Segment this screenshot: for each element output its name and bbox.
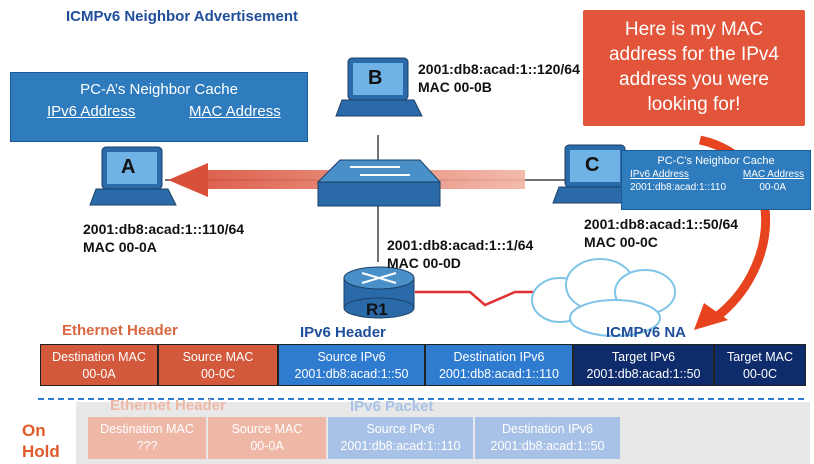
on-hold-field: Source MAC 00-0A — [208, 417, 326, 459]
pc-b-icon — [335, 57, 423, 117]
ethernet-header-label: Ethernet Header — [62, 322, 178, 339]
pc-c-mac: MAC 00-0C — [584, 234, 658, 250]
cloud-icon — [531, 258, 676, 337]
router-letter: R1 — [366, 300, 388, 319]
frame-field-value: 00-0A — [82, 367, 116, 381]
frame-field-name: Source IPv6 — [317, 350, 386, 364]
pc-a-label: 2001:db8:acad:1::110/64 MAC 00-0A — [83, 220, 244, 256]
on-hold-field-name: Source IPv6 — [366, 422, 435, 436]
frame-field: Source MAC 00-0C — [158, 344, 278, 386]
frame-field-name: Target MAC — [727, 350, 793, 364]
pc-c-cache-entry-mac: 00-0A — [759, 182, 786, 193]
pc-b-mac: MAC 00-0B — [418, 79, 492, 95]
pc-b-label: 2001:db8:acad:1::120/64 MAC 00-0B — [418, 60, 580, 96]
on-hold-field-value: 00-0A — [250, 439, 284, 453]
pc-c-neighbor-cache: PC-C’s Neighbor Cache IPv6 Address MAC A… — [621, 150, 811, 210]
frame-field-name: Destination MAC — [52, 350, 146, 364]
ipv6-header-label: IPv6 Header — [300, 324, 386, 341]
frame-field-value: 2001:db8:acad:1::110 — [438, 367, 559, 381]
on-hold-field-value: 2001:db8:acad:1::50 — [490, 439, 605, 453]
frame-field-value: 2001:db8:acad:1::50 — [586, 367, 701, 381]
router-mac: MAC 00-0D — [387, 255, 461, 271]
on-hold-field-name: Destination IPv6 — [501, 422, 594, 436]
pc-c-ipv6: 2001:db8:acad:1::50/64 — [584, 216, 739, 232]
pc-c-letter: C — [585, 154, 600, 176]
on-hold-field-value: ??? — [136, 439, 158, 453]
callout-line: address for the IPv4 — [608, 44, 780, 65]
switch-icon — [316, 159, 442, 207]
on-hold-line2: Hold — [22, 442, 60, 461]
pc-c-icon — [552, 144, 640, 204]
on-hold-field: Destination MAC??? — [88, 417, 206, 459]
callout-line: looking for! — [647, 94, 741, 115]
frame-field-name: Destination IPv6 — [453, 350, 545, 364]
frame-field-value: 00-0C — [742, 367, 778, 381]
pc-c-cache-title: PC-C’s Neighbor Cache — [657, 155, 775, 167]
router-icon — [343, 266, 415, 319]
frame-field-name: Target IPv6 — [611, 350, 676, 364]
pc-c-cache-mac-header: MAC Address — [742, 169, 804, 180]
curved-arrow-head — [694, 303, 728, 330]
pc-a-neighbor-cache: PC-A’s Neighbor Cache IPv6 Address MAC A… — [10, 72, 308, 142]
frame-field-value: 2001:db8:acad:1::50 — [294, 367, 409, 381]
on-hold-line1: On — [22, 421, 46, 440]
on-hold-label: On Hold — [22, 420, 60, 462]
on-hold-field-name: Source MAC — [231, 422, 303, 436]
callout-line: Here is my MAC — [624, 19, 764, 40]
na-arrow-head — [168, 163, 208, 197]
icmpv6-na-label: ICMPv6 NA — [606, 324, 687, 341]
on-hold-field-name: Destination MAC — [100, 422, 194, 436]
pc-c-callout: Here is my MAC address for the IPv4 addr… — [583, 10, 805, 126]
pc-a-cache-title: PC-A’s Neighbor Cache — [80, 81, 238, 98]
on-hold-packet-label: IPv6 Packet — [350, 398, 434, 415]
frame-field: Target MAC 00-0C — [714, 344, 806, 386]
on-hold-field-value: 2001:db8:acad:1::110 — [340, 439, 461, 453]
frame-field-value: 00-0C — [200, 367, 236, 381]
pc-c-label: 2001:db8:acad:1::50/64 MAC 00-0C — [584, 215, 738, 251]
on-hold-ethernet-header-label: Ethernet Header — [110, 397, 226, 414]
router-ipv6: 2001:db8:acad:1::1/64 — [387, 237, 534, 253]
pc-a-letter: A — [121, 156, 136, 178]
serial-link — [415, 290, 545, 307]
pc-c-cache-ipv6-header: IPv6 Address — [630, 169, 689, 180]
pc-a-cache-ipv6-header: IPv6 Address — [47, 103, 136, 120]
pc-a-cache-mac-header: MAC Address — [189, 103, 281, 120]
frame-field-name: Source MAC — [182, 350, 254, 364]
pc-a-ipv6: 2001:db8:acad:1::110/64 — [83, 221, 245, 237]
router-label: 2001:db8:acad:1::1/64 MAC 00-0D — [387, 236, 533, 272]
page-title: ICMPv6 Neighbor Advertisement — [66, 8, 298, 25]
pc-b-letter: B — [368, 67, 383, 89]
pc-b-ipv6: 2001:db8:acad:1::120/64 — [418, 61, 580, 77]
callout-line: address you were — [619, 69, 769, 90]
pc-a-mac: MAC 00-0A — [83, 239, 157, 255]
pc-a-icon — [89, 146, 177, 206]
pc-c-cache-entry-ipv6: 2001:db8:acad:1::110 — [630, 182, 727, 193]
frame-field: Destination MAC 00-0A — [40, 344, 158, 386]
